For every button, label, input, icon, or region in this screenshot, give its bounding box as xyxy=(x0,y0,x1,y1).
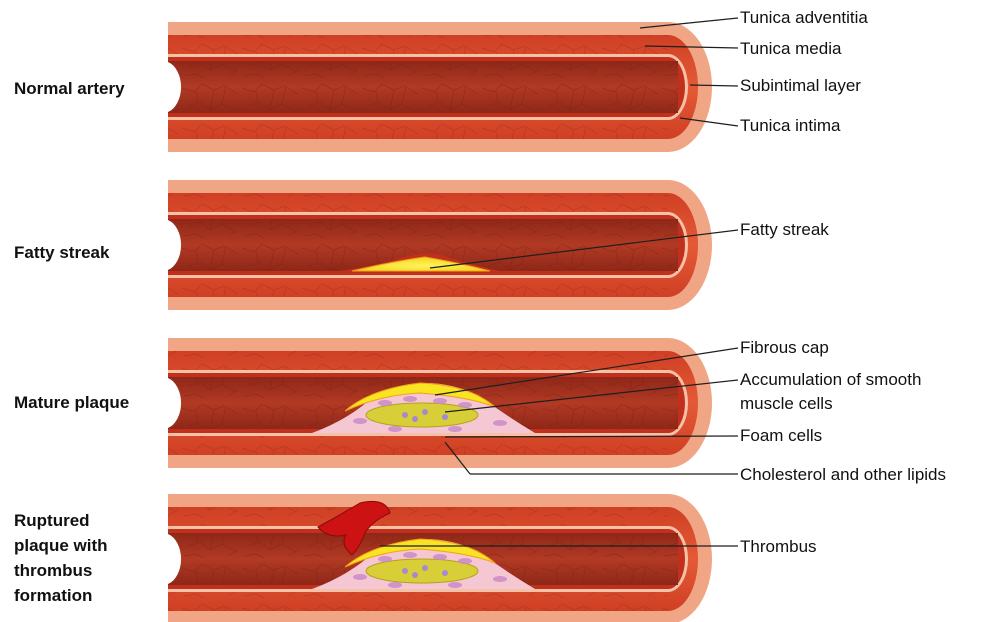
callout-tunica-intima: Tunica intima xyxy=(740,114,840,138)
smooth-muscle-cell xyxy=(458,558,472,564)
smooth-muscle-cell xyxy=(388,582,402,588)
foam-cell xyxy=(442,570,448,576)
foam-cell xyxy=(442,414,448,420)
media-texture-top xyxy=(168,193,668,212)
stage-label-fatty-streak: Fatty streak xyxy=(14,240,109,265)
foam-cell xyxy=(412,572,418,578)
smooth-muscle-cell xyxy=(433,398,447,404)
callout-fatty-streak: Fatty streak xyxy=(740,218,829,242)
artery-panels xyxy=(168,22,712,622)
media-texture-bottom xyxy=(168,120,668,139)
smooth-muscle-cell xyxy=(388,426,402,432)
smooth-muscle-cell xyxy=(458,402,472,408)
smooth-muscle-cell xyxy=(493,420,507,426)
artery-panel-normal xyxy=(168,22,712,152)
foam-cell xyxy=(402,412,408,418)
lumen-texture xyxy=(168,61,678,113)
callout-thrombus: Thrombus xyxy=(740,535,817,559)
foam-cell xyxy=(402,568,408,574)
smooth-muscle-cell xyxy=(403,552,417,558)
callout-fibrous-cap: Fibrous cap xyxy=(740,336,829,360)
foam-cell xyxy=(422,565,428,571)
media-texture-bottom xyxy=(168,278,668,297)
callout-tunica-adventitia: Tunica adventitia xyxy=(740,6,868,30)
smooth-muscle-cell xyxy=(378,556,392,562)
smooth-muscle-cell xyxy=(403,396,417,402)
media-texture-bottom xyxy=(168,592,668,611)
callout-tunica-media: Tunica media xyxy=(740,37,841,61)
stage-label-normal-artery: Normal artery xyxy=(14,76,125,101)
callout-foam-cells: Foam cells xyxy=(740,424,822,448)
media-texture-top xyxy=(168,507,668,526)
stage-label-mature-plaque: Mature plaque xyxy=(14,390,129,415)
smooth-muscle-cell xyxy=(493,576,507,582)
smooth-muscle-cell xyxy=(353,418,367,424)
media-texture-bottom xyxy=(168,436,668,455)
media-texture-top xyxy=(168,351,668,370)
smooth-muscle-cell xyxy=(448,582,462,588)
smooth-muscle-cell xyxy=(353,574,367,580)
media-texture-top xyxy=(168,35,668,54)
foam-cell xyxy=(412,416,418,422)
stage-label-ruptured-plaque: Ruptured plaque with thrombus formation xyxy=(14,508,108,608)
smooth-muscle-cell xyxy=(433,554,447,560)
smooth-muscle-cell xyxy=(448,426,462,432)
foam-cell xyxy=(422,409,428,415)
smooth-muscle-cell xyxy=(378,400,392,406)
callout-cholesterol-lipids: Cholesterol and other lipids xyxy=(740,463,946,487)
artery-panel-fatty xyxy=(168,180,712,310)
callout-smooth-muscle-cells: Accumulation of smooth muscle cells xyxy=(740,368,921,416)
callout-subintimal-layer: Subintimal layer xyxy=(740,74,861,98)
